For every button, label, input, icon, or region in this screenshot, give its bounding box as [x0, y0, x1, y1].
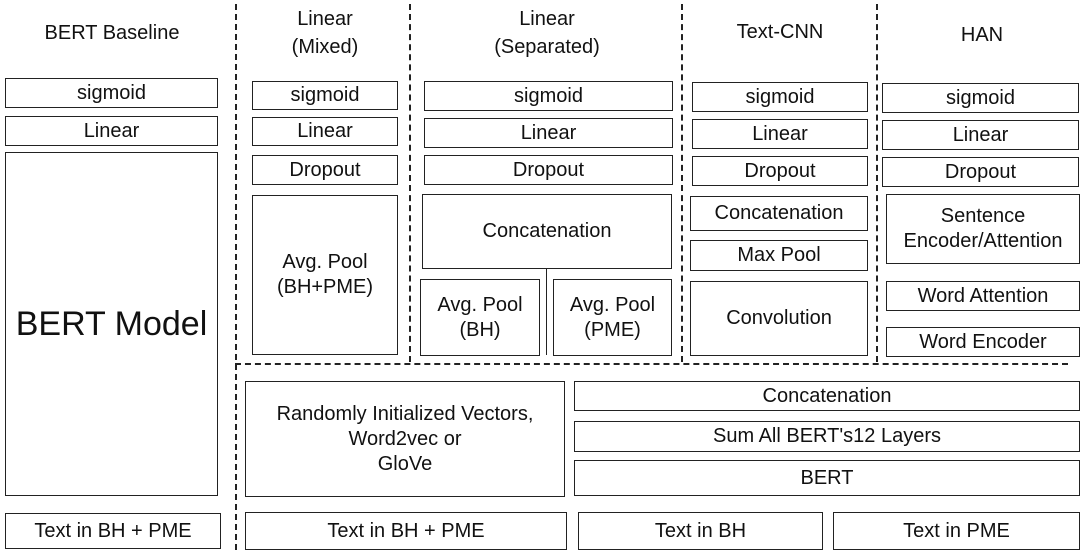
mixed-sigmoid-box: sigmoid — [252, 81, 398, 110]
embedding-concatenation-box: Concatenation — [574, 381, 1080, 411]
separated-connector — [546, 269, 547, 355]
separated-dropout-box: Dropout — [424, 155, 673, 185]
mixed-dropout-box: Dropout — [252, 155, 398, 185]
max-pool-box: Max Pool — [690, 240, 868, 271]
separated-concatenation-box: Concatenation — [422, 194, 672, 269]
avg-pool-pme-box: Avg. Pool (PME) — [553, 279, 672, 356]
input-bh-box: Text in BH — [578, 512, 823, 550]
baseline-linear-box: Linear — [5, 116, 218, 146]
cnn-concatenation-box: Concatenation — [690, 196, 868, 231]
baseline-sigmoid-box: sigmoid — [5, 78, 218, 108]
cnn-sigmoid-box: sigmoid — [692, 82, 868, 112]
header-linear-separated: Linear (Separated) — [494, 8, 600, 58]
input-bh-pme-box: Text in BH + PME — [245, 512, 567, 550]
random-word2vec-glove-box: Randomly Initialized Vectors, Word2vec o… — [245, 381, 565, 497]
separated-sigmoid-box: sigmoid — [424, 81, 673, 111]
mixed-linear-box: Linear — [252, 117, 398, 146]
separated-linear-box: Linear — [424, 118, 673, 148]
separator-separated — [681, 4, 683, 362]
mixed-avg-pool-box: Avg. Pool (BH+PME) — [252, 195, 398, 355]
header-text-cnn: Text-CNN — [736, 21, 824, 43]
han-sigmoid-box: sigmoid — [882, 83, 1079, 113]
separator-horizontal — [235, 363, 1068, 365]
bert-model-box: BERT Model — [5, 152, 218, 496]
han-linear-box: Linear — [882, 120, 1079, 150]
sentence-encoder-attention-box: Sentence Encoder/Attention — [886, 194, 1080, 264]
header-linear-mixed: Linear (Mixed) — [291, 8, 359, 58]
cnn-linear-box: Linear — [692, 119, 868, 149]
separator-baseline — [235, 4, 237, 550]
word-encoder-box: Word Encoder — [886, 327, 1080, 357]
separator-textcnn — [876, 4, 878, 362]
sum-bert-layers-box: Sum All BERT's12 Layers — [574, 421, 1080, 452]
separator-mixed — [409, 4, 411, 362]
baseline-input-box: Text in BH + PME — [5, 513, 221, 549]
convolution-box: Convolution — [690, 281, 868, 356]
han-dropout-box: Dropout — [882, 157, 1079, 187]
input-pme-box: Text in PME — [833, 512, 1080, 550]
bert-box: BERT — [574, 460, 1080, 496]
cnn-dropout-box: Dropout — [692, 156, 868, 186]
header-han: HAN — [960, 24, 1004, 46]
header-bert-baseline: BERT Baseline — [44, 22, 180, 44]
word-attention-box: Word Attention — [886, 281, 1080, 311]
avg-pool-bh-box: Avg. Pool (BH) — [420, 279, 540, 356]
